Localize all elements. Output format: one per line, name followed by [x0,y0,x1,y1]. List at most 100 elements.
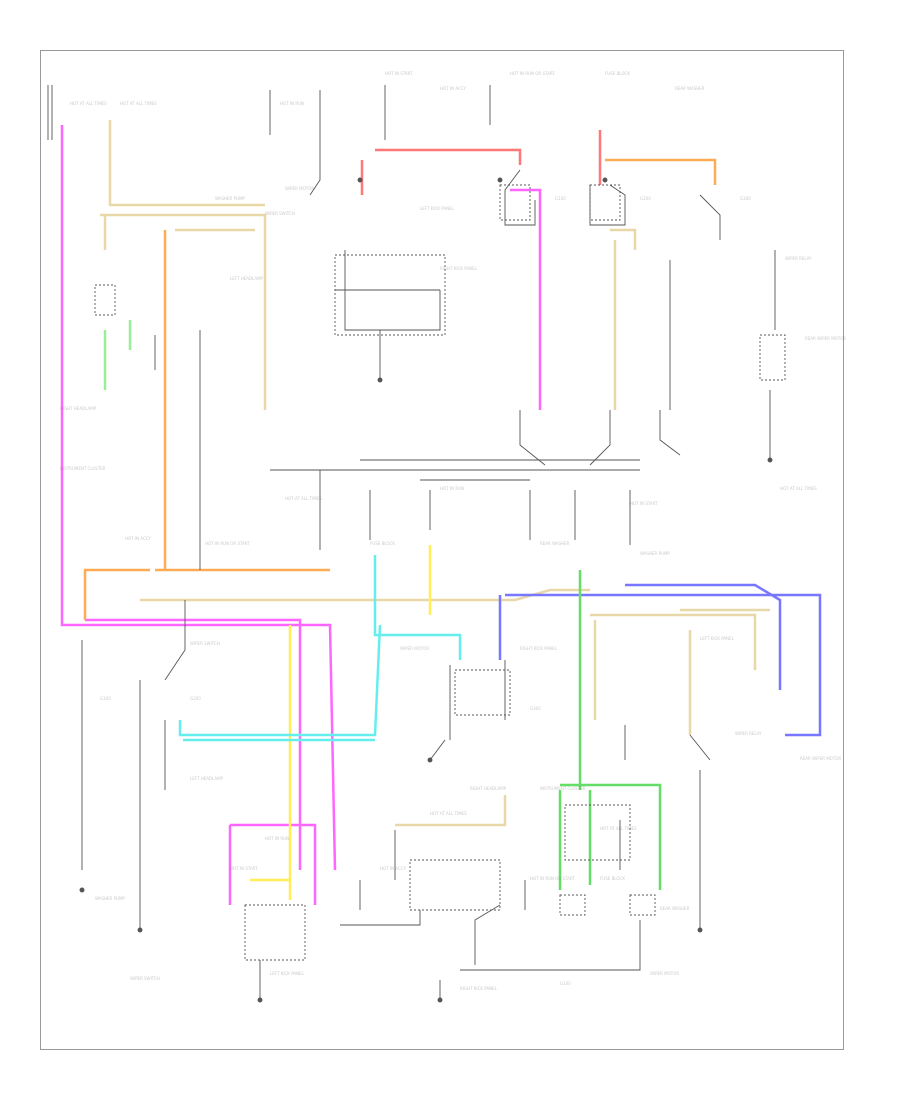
diagram-label: INSTRUMENT CLUSTER [540,786,586,791]
diagram-label: WIPER RELAY [735,731,762,736]
tan-wire-2 [100,213,267,410]
relay-coil [94,284,116,316]
washer-pump-box [244,904,306,961]
wire-bottom-3 [474,904,501,965]
blue-wire-2 [505,593,822,737]
switch-cluster [409,859,501,911]
diagram-label: HOT IN RUN OR START [530,876,575,881]
connector-a [559,894,586,916]
tan-wire-6 [610,228,637,250]
wire-bottom [340,910,421,926]
diagram-label: G200 [640,196,651,201]
wire-layer [60,120,822,905]
tan-wire-8 [395,795,507,827]
component-layer [79,177,786,1003]
wire-center-3 [429,739,446,761]
diagram-label: LEFT KICK PANEL [270,971,305,976]
diagram-label: LEFT HEADLAMP [190,776,224,781]
diagram-frame [40,50,844,1050]
connector-dot [497,177,503,183]
pink-wire [60,125,337,871]
diagram-label: WASHER PUMP [215,196,245,201]
diagram-label: WIPER SWITCH [130,976,160,981]
pink-wire-4 [230,823,317,905]
ground-dot [377,377,383,383]
diagram-label: WIPER MOTOR [400,646,429,651]
diagram-label: G300 [530,706,541,711]
cyan-wire [373,555,462,660]
tan-wire-5 [108,120,265,207]
diagram-label: HOT IN RUN [265,836,289,841]
wiper-motor-box [454,669,511,716]
connector-dot [357,177,363,183]
diagram-label: REAR WASHER [660,906,690,911]
diagram-label: HOT AT ALL TIMES [120,101,157,106]
diagram-label: WIPER SWITCH [190,641,220,646]
thin-wire-layer [47,85,776,1000]
diagram-label: REAR WIPER MOTOR [800,756,841,761]
diagram-label: G100 [555,196,566,201]
diagram-label: HOT IN ACCY [440,86,466,91]
switch-wire [504,169,536,226]
blue-wire-3 [625,583,782,690]
ground-dot [697,927,703,933]
ground-dot [437,997,443,1003]
diagram-label: LEFT KICK PANEL [700,636,735,641]
diagram-label: RIGHT HEADLAMP [470,786,507,791]
red-wire [375,148,522,165]
diagram-label: WIPER MOTOR [285,186,314,191]
diagram-label: WIPER RELAY [785,256,812,261]
diagram-label: RIGHT KICK PANEL [520,646,558,651]
wire-bottom-2 [460,920,641,971]
label-layer: HOT AT ALL TIMES HOT AT ALL TIMES HOT IN R… [60,71,846,991]
ground-dot [257,997,263,1003]
diagram-label: HOT IN START [385,71,413,76]
diagram-label: LEFT HEADLAMP [230,276,264,281]
cyan-wire-2 [178,624,382,737]
diagram-label: HOT IN START [230,866,258,871]
orange-wire-2 [83,568,150,620]
orange-wire [605,158,717,185]
diagram-label: WASHER PUMP [640,551,670,556]
diagram-label: HOT AT ALL TIMES [600,826,637,831]
diagram-label: G100 [100,696,111,701]
switch-contact [519,410,546,466]
connector-b [629,894,656,916]
tan-wire-9 [590,613,757,670]
diagram-label: WIPER SWITCH [265,211,295,216]
diagram-label: FUSE BLOCK [600,876,625,881]
diagram-label: WASHER PUMP [95,896,125,901]
diagram-label: REAR WASHER [675,86,705,91]
diagram-label: HOT IN ACCY [125,536,151,541]
diagram-label: HOT IN RUN OR START [205,541,250,546]
pink-wire-2 [85,618,302,870]
diagram-label: INSTRUMENT CLUSTER [60,466,106,471]
ground-dot [137,927,143,933]
washer-relay [499,184,531,221]
wire-left-5 [164,600,186,681]
diagram-label: HOT IN RUN [440,486,464,491]
diagram-label: HOT AT ALL TIMES [70,101,107,106]
diagram-label: FUSE BLOCK [370,541,395,546]
diagram-label: FUSE BLOCK [605,71,630,76]
wiper-relay [589,184,621,221]
switch-contact-3 [659,410,681,456]
green-wire-2 [560,783,662,890]
wiper-switch-box [334,254,446,336]
diagram-label: G100 [560,981,571,986]
diagram-label: HOT IN START [630,501,658,506]
diagram-label: RIGHT HEADLAMP [60,406,97,411]
diagram-label: G300 [740,196,751,201]
diagram-label: LEFT KICK PANEL [420,206,455,211]
rear-wiper-box [759,334,786,381]
diagram-label: REAR WASHER [540,541,570,546]
wire-right-4 [689,734,711,761]
diagram-label: RIGHT KICK PANEL [460,986,498,991]
diagram-label: G200 [190,696,201,701]
switch-wire-2 [699,194,721,240]
connector-dot [602,177,608,183]
diagram-label: HOT AT ALL TIMES [285,496,322,501]
diagram-label: HOT AT ALL TIMES [430,811,467,816]
ground-dot [427,757,433,763]
fuse-wire-d [309,90,321,196]
